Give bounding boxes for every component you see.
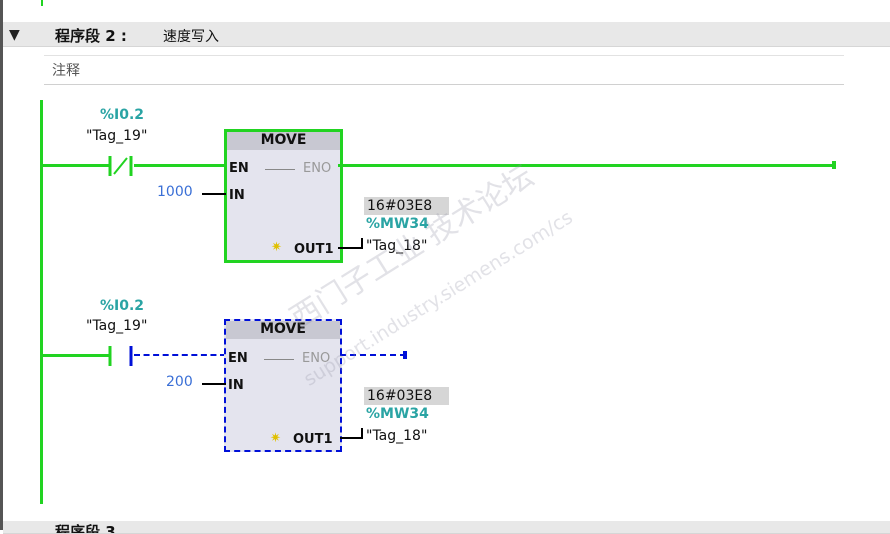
eno-wire bbox=[340, 354, 406, 356]
move-block[interactable]: MOVE EN ENO IN ✷ OUT1 bbox=[224, 129, 343, 263]
next-segment-title: 程序段 3 bbox=[55, 523, 116, 534]
out-address: %MW34 bbox=[366, 216, 429, 232]
sparkle-icon: ✷ bbox=[270, 431, 281, 446]
in-constant[interactable]: 1000 bbox=[157, 184, 193, 200]
contact-tag: "Tag_19" bbox=[86, 318, 148, 334]
segment-name[interactable]: 速度写入 bbox=[163, 29, 219, 45]
pin-en: EN bbox=[229, 161, 249, 176]
no-contact-icon[interactable] bbox=[106, 344, 136, 368]
editor-left-border bbox=[0, 0, 3, 530]
out-tag[interactable]: "Tag_18" bbox=[366, 428, 428, 444]
collapse-triangle-icon[interactable]: ▼ bbox=[9, 27, 20, 43]
pin-in: IN bbox=[228, 378, 244, 393]
eno-wire bbox=[338, 164, 836, 167]
pin-out: OUT1 bbox=[293, 432, 333, 447]
en-eno-link bbox=[264, 359, 294, 360]
rung-wire bbox=[42, 164, 110, 167]
pin-out: OUT1 bbox=[294, 242, 334, 257]
rung-wire bbox=[42, 354, 110, 357]
comment-placeholder: 注释 bbox=[52, 63, 80, 79]
contact-tag: "Tag_19" bbox=[86, 128, 148, 144]
out-address: %MW34 bbox=[366, 406, 429, 422]
block-title: MOVE bbox=[227, 132, 340, 150]
power-rail bbox=[40, 100, 43, 504]
en-eno-link bbox=[265, 169, 295, 170]
rung-end-marker bbox=[403, 351, 407, 359]
pin-in: IN bbox=[229, 188, 245, 203]
out-wire bbox=[338, 247, 363, 249]
out-tag[interactable]: "Tag_18" bbox=[366, 238, 428, 254]
rung-end-marker bbox=[832, 161, 836, 169]
out-wire-vertical bbox=[361, 428, 363, 439]
out-monitor-value: 16#03E8 bbox=[364, 197, 449, 215]
contact-address: %I0.2 bbox=[100, 298, 145, 314]
nc-contact-icon[interactable] bbox=[106, 154, 136, 178]
prev-segment-rail bbox=[41, 0, 43, 6]
segment-comment-field[interactable]: 注释 bbox=[44, 55, 844, 85]
sparkle-icon: ✷ bbox=[271, 240, 282, 255]
rung-wire bbox=[134, 164, 226, 167]
segment-title: 程序段 2 : bbox=[55, 27, 127, 45]
pin-eno: ENO bbox=[303, 161, 332, 176]
in-wire bbox=[202, 383, 226, 385]
pin-eno: ENO bbox=[302, 351, 331, 366]
next-segment-header[interactable]: 程序段 3 bbox=[3, 521, 890, 534]
out-wire bbox=[340, 437, 363, 439]
contact-address: %I0.2 bbox=[100, 107, 145, 123]
in-wire bbox=[202, 193, 226, 195]
out-wire-vertical bbox=[361, 238, 363, 249]
in-constant[interactable]: 200 bbox=[166, 374, 193, 390]
pin-en: EN bbox=[228, 351, 248, 366]
out-monitor-value: 16#03E8 bbox=[364, 387, 449, 405]
move-block[interactable]: MOVE EN ENO IN ✷ OUT1 bbox=[224, 319, 342, 452]
block-title: MOVE bbox=[226, 321, 340, 339]
rung-wire bbox=[134, 354, 226, 356]
segment-header[interactable]: ▼ 程序段 2 : 速度写入 bbox=[3, 22, 890, 47]
